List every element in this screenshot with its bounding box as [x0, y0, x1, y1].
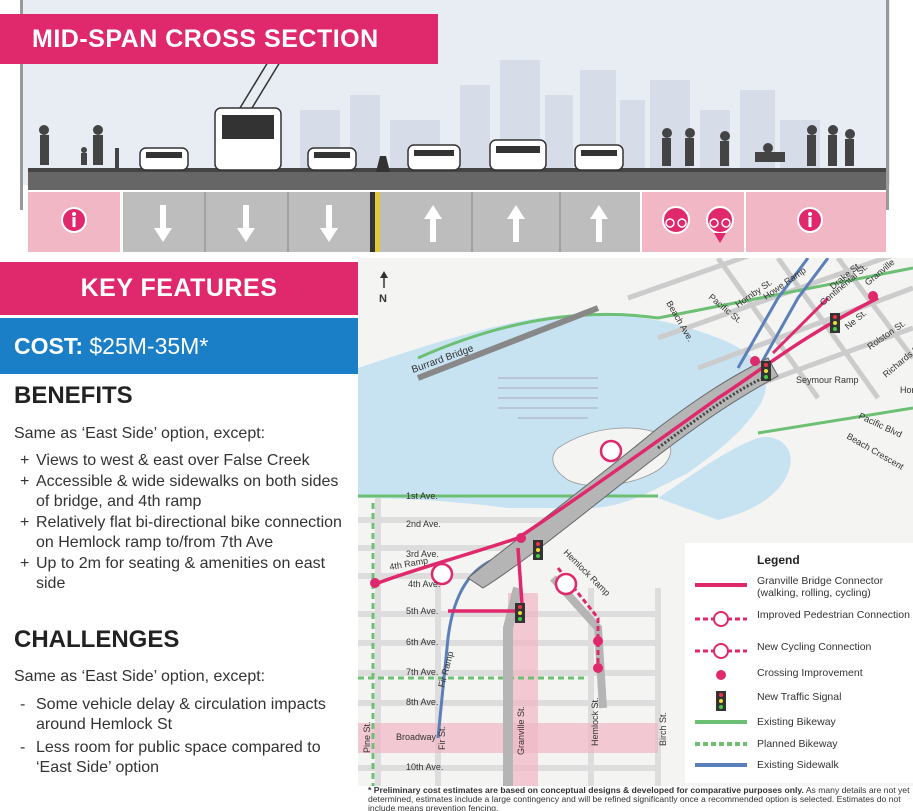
svg-text:10th Ave.: 10th Ave. — [406, 762, 443, 772]
pedestrian-marker — [430, 439, 623, 586]
list-item: -Some vehicle delay & circulation impact… — [20, 696, 326, 733]
challenges-intro: Same as ‘East Side’ option, except: — [14, 668, 266, 685]
cost-value: $25M-35M* — [89, 333, 209, 359]
svg-text:Pacific Blvd: Pacific Blvd — [857, 411, 903, 440]
svg-text:2nd Ave.: 2nd Ave. — [406, 519, 441, 529]
benefits-intro: Same as ‘East Side’ option, except: — [14, 425, 266, 442]
cycle-marker — [554, 572, 578, 596]
svg-text:Pine St.: Pine St. — [362, 721, 372, 753]
pedestrian-icon-right — [797, 207, 823, 233]
list-item: +Views to west & east over False Creek — [20, 452, 310, 469]
svg-text:7th Ave.: 7th Ave. — [406, 667, 438, 677]
svg-text:5th Ave.: 5th Ave. — [406, 606, 438, 616]
svg-text:Broadway: Broadway — [396, 732, 437, 742]
legend-item-bikeway: Existing Bikeway — [695, 716, 836, 728]
legend-title: Legend — [757, 553, 800, 567]
list-item: +Up to 2m for seating & amenities on eas… — [20, 555, 326, 592]
cost-label: COST: — [14, 333, 83, 359]
svg-text:Fir St.: Fir St. — [437, 726, 447, 750]
legend-item-planned: Planned Bikeway — [695, 738, 838, 750]
north-label: N — [379, 293, 387, 305]
list-item: -Less room for public space compared to … — [20, 739, 321, 776]
legend-item-cycling: New Cycling Connection — [685, 641, 913, 669]
benefits-heading: BENEFITS — [14, 382, 133, 409]
legend-item-crossing: Crossing Improvement — [685, 667, 913, 695]
svg-text:3rd Ave.: 3rd Ave. — [406, 549, 439, 559]
footnote: * Preliminary cost estimates are based o… — [368, 785, 910, 811]
traffic-signal-icons — [515, 313, 840, 623]
pedestrian-icon-left — [61, 207, 87, 233]
bike-icon — [662, 206, 690, 234]
svg-text:Granville St.: Granville St. — [516, 706, 526, 755]
challenges-heading: CHALLENGES — [14, 626, 180, 653]
svg-text:Hom: Hom — [900, 385, 913, 395]
legend-item-connector: Granville Bridge Connector (walking, rol… — [695, 575, 884, 599]
map-legend: Legend Granville Bridge Connector (walki… — [685, 543, 913, 783]
list-item: +Accessible & wide sidewalks on both sid… — [20, 473, 339, 510]
legend-item-sidewalk: Existing Sidewalk — [695, 759, 839, 771]
bike-icon-2 — [706, 206, 734, 243]
legend-item-pedestrian: Improved Pedestrian Connection — [685, 609, 913, 637]
svg-text:1st Ave.: 1st Ave. — [406, 491, 438, 501]
svg-text:Hemlock St.: Hemlock St. — [590, 697, 600, 746]
svg-text:6th Ave.: 6th Ave. — [406, 637, 438, 647]
cross-section-panel: MID-SPAN CROSS SECTION — [0, 0, 913, 258]
benefits-list: +Views to west & east over False Creek +… — [20, 451, 354, 595]
svg-text:Richards St.: Richards St. — [881, 340, 913, 379]
site-map: N Burrard Bridge Beach Ave. Pacific St. … — [358, 258, 913, 786]
cost-banner: COST: $25M-35M* — [0, 318, 358, 374]
svg-text:4th Ave.: 4th Ave. — [408, 579, 440, 589]
cross-section-title: MID-SPAN CROSS SECTION — [0, 14, 438, 64]
map-panel: N Burrard Bridge Beach Ave. Pacific St. … — [358, 258, 913, 786]
list-item: +Relatively flat bi-directional bike con… — [20, 514, 342, 551]
cross-section-drawing — [20, 0, 890, 252]
challenges-list: -Some vehicle delay & circulation impact… — [20, 695, 354, 779]
key-features-header: KEY FEATURES — [0, 262, 358, 315]
svg-text:Birch St.: Birch St. — [658, 712, 668, 746]
svg-text:8th Ave.: 8th Ave. — [406, 697, 438, 707]
svg-text:Seymour Ramp: Seymour Ramp — [796, 375, 859, 385]
legend-item-signal: New Traffic Signal — [685, 691, 913, 719]
